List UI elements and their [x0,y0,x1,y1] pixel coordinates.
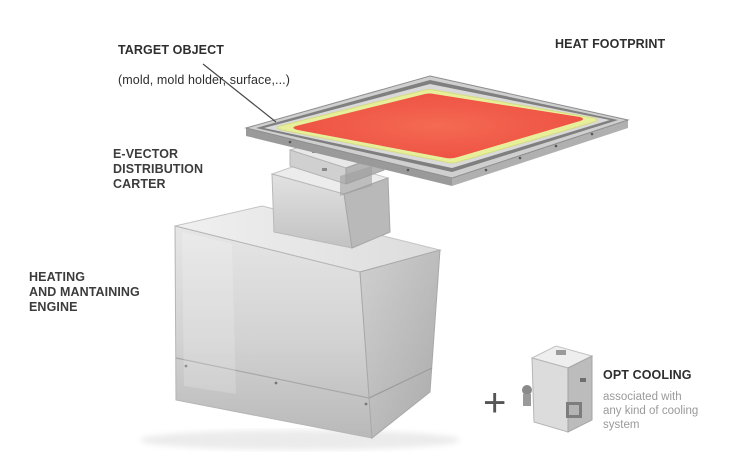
cooling-knob [522,385,532,395]
carter-bolt [322,168,327,171]
heat-footprint-label: HEAT FOOTPRINT [555,37,666,51]
engine-highlight [182,232,236,394]
plate-screw [484,168,488,172]
cooling-top-port [556,350,566,355]
heating-engine-box [174,205,442,439]
plate-screw [590,132,594,136]
opt-cooling-description: associated with any kind of cooling syst… [603,391,699,431]
plus-sign: + [483,381,507,425]
engine-screw [364,402,368,406]
e-vector-label: E-VECTOR DISTRIBUTION CARTER [113,147,204,191]
engine-side-face [359,249,441,439]
target-object-label: TARGET OBJECT (mold, mold holder, surfac… [118,28,290,103]
target-object-title: TARGET OBJECT [118,43,224,57]
target-plate [244,75,630,186]
engine-screw [184,364,188,368]
plate-screw [554,144,558,148]
cooling-front-face [531,357,569,433]
opt-cooling-title: OPT COOLING [603,368,692,382]
engine-seam-side [368,367,433,399]
heating-engine-label: HEATING AND MANTAINING ENGINE [29,270,140,314]
cooling-connector-detail [569,405,579,415]
heat-footprint-zone [293,93,583,159]
plate-screw [518,156,522,160]
carter-side-face [343,177,391,249]
cooling-pipe [523,394,531,406]
cooling-unit [522,345,594,433]
plate-screw [406,168,410,172]
ground-shadow [140,430,460,450]
cooling-side-face [567,355,593,433]
target-object-leader-line [202,63,277,123]
plate-right-edge [452,120,628,186]
target-object-subtitle: (mold, mold holder, surface,...) [118,73,291,87]
plate-screw [288,140,292,144]
carter-recess [340,166,372,196]
cooling-indicator [580,378,586,382]
engine-screw [274,381,278,385]
plate-front-edge [246,128,452,186]
engine-seam-front [175,357,370,399]
